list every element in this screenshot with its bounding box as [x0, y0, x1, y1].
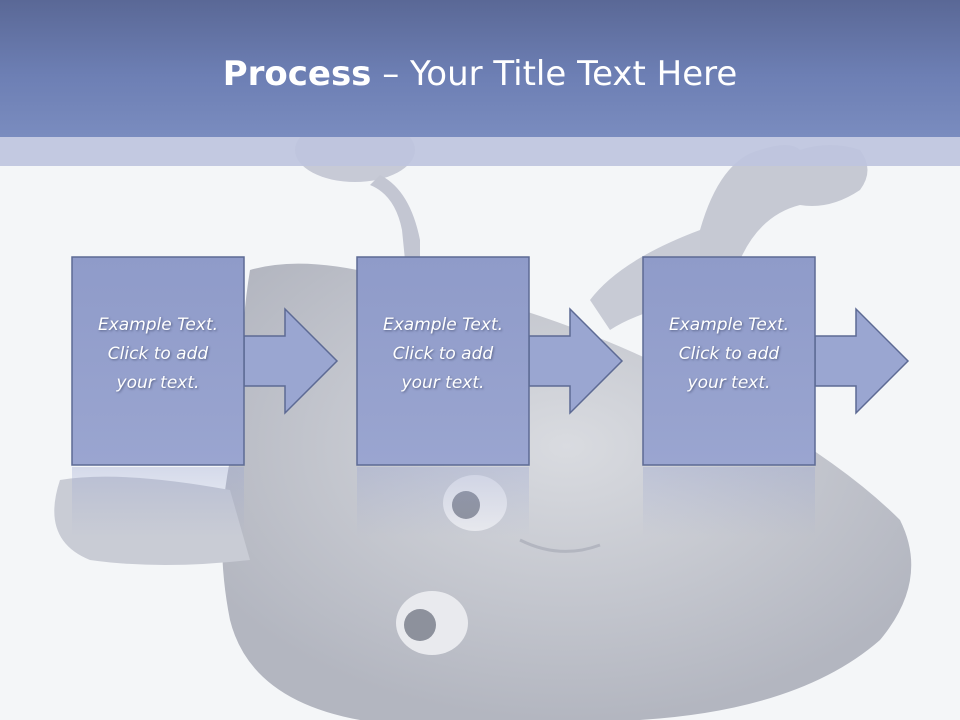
step-1-line-1: Example Text. [97, 315, 219, 335]
step-3-text[interactable]: Example Text. Click to add your text. [643, 311, 815, 398]
step-3-line-1: Example Text. [668, 315, 790, 335]
step-3-arrow [814, 307, 910, 415]
title-sub-band [0, 137, 960, 166]
title-rest-text: – Your Title Text Here [371, 54, 738, 94]
step-2-reflection [357, 467, 529, 537]
step-1-text[interactable]: Example Text. Click to add your text. [72, 311, 244, 398]
step-2-text[interactable]: Example Text. Click to add your text. [357, 311, 529, 398]
process-step-1[interactable] [71, 256, 339, 537]
step-3-line-2: Click to add [678, 344, 780, 364]
step-2-box [356, 256, 530, 466]
step-1-box [71, 256, 245, 466]
title-bold-text: Process [222, 54, 372, 94]
step-3-line-3: your text. [687, 373, 771, 393]
step-1-line-3: your text. [116, 373, 200, 393]
step-1-reflection [72, 467, 244, 537]
step-1-line-2: Click to add [107, 344, 209, 364]
step-2-line-1: Example Text. [382, 315, 504, 335]
slide-title[interactable]: Process – Your Title Text Here [0, 52, 960, 96]
process-step-2[interactable] [356, 256, 624, 537]
step-2-line-2: Click to add [392, 344, 494, 364]
step-3-reflection [643, 467, 815, 537]
step-3-box [642, 256, 816, 466]
step-2-arrow [528, 307, 624, 415]
step-1-arrow [243, 307, 339, 415]
step-2-line-3: your text. [401, 373, 485, 393]
title-bar [0, 0, 960, 137]
process-step-3[interactable] [642, 256, 910, 537]
